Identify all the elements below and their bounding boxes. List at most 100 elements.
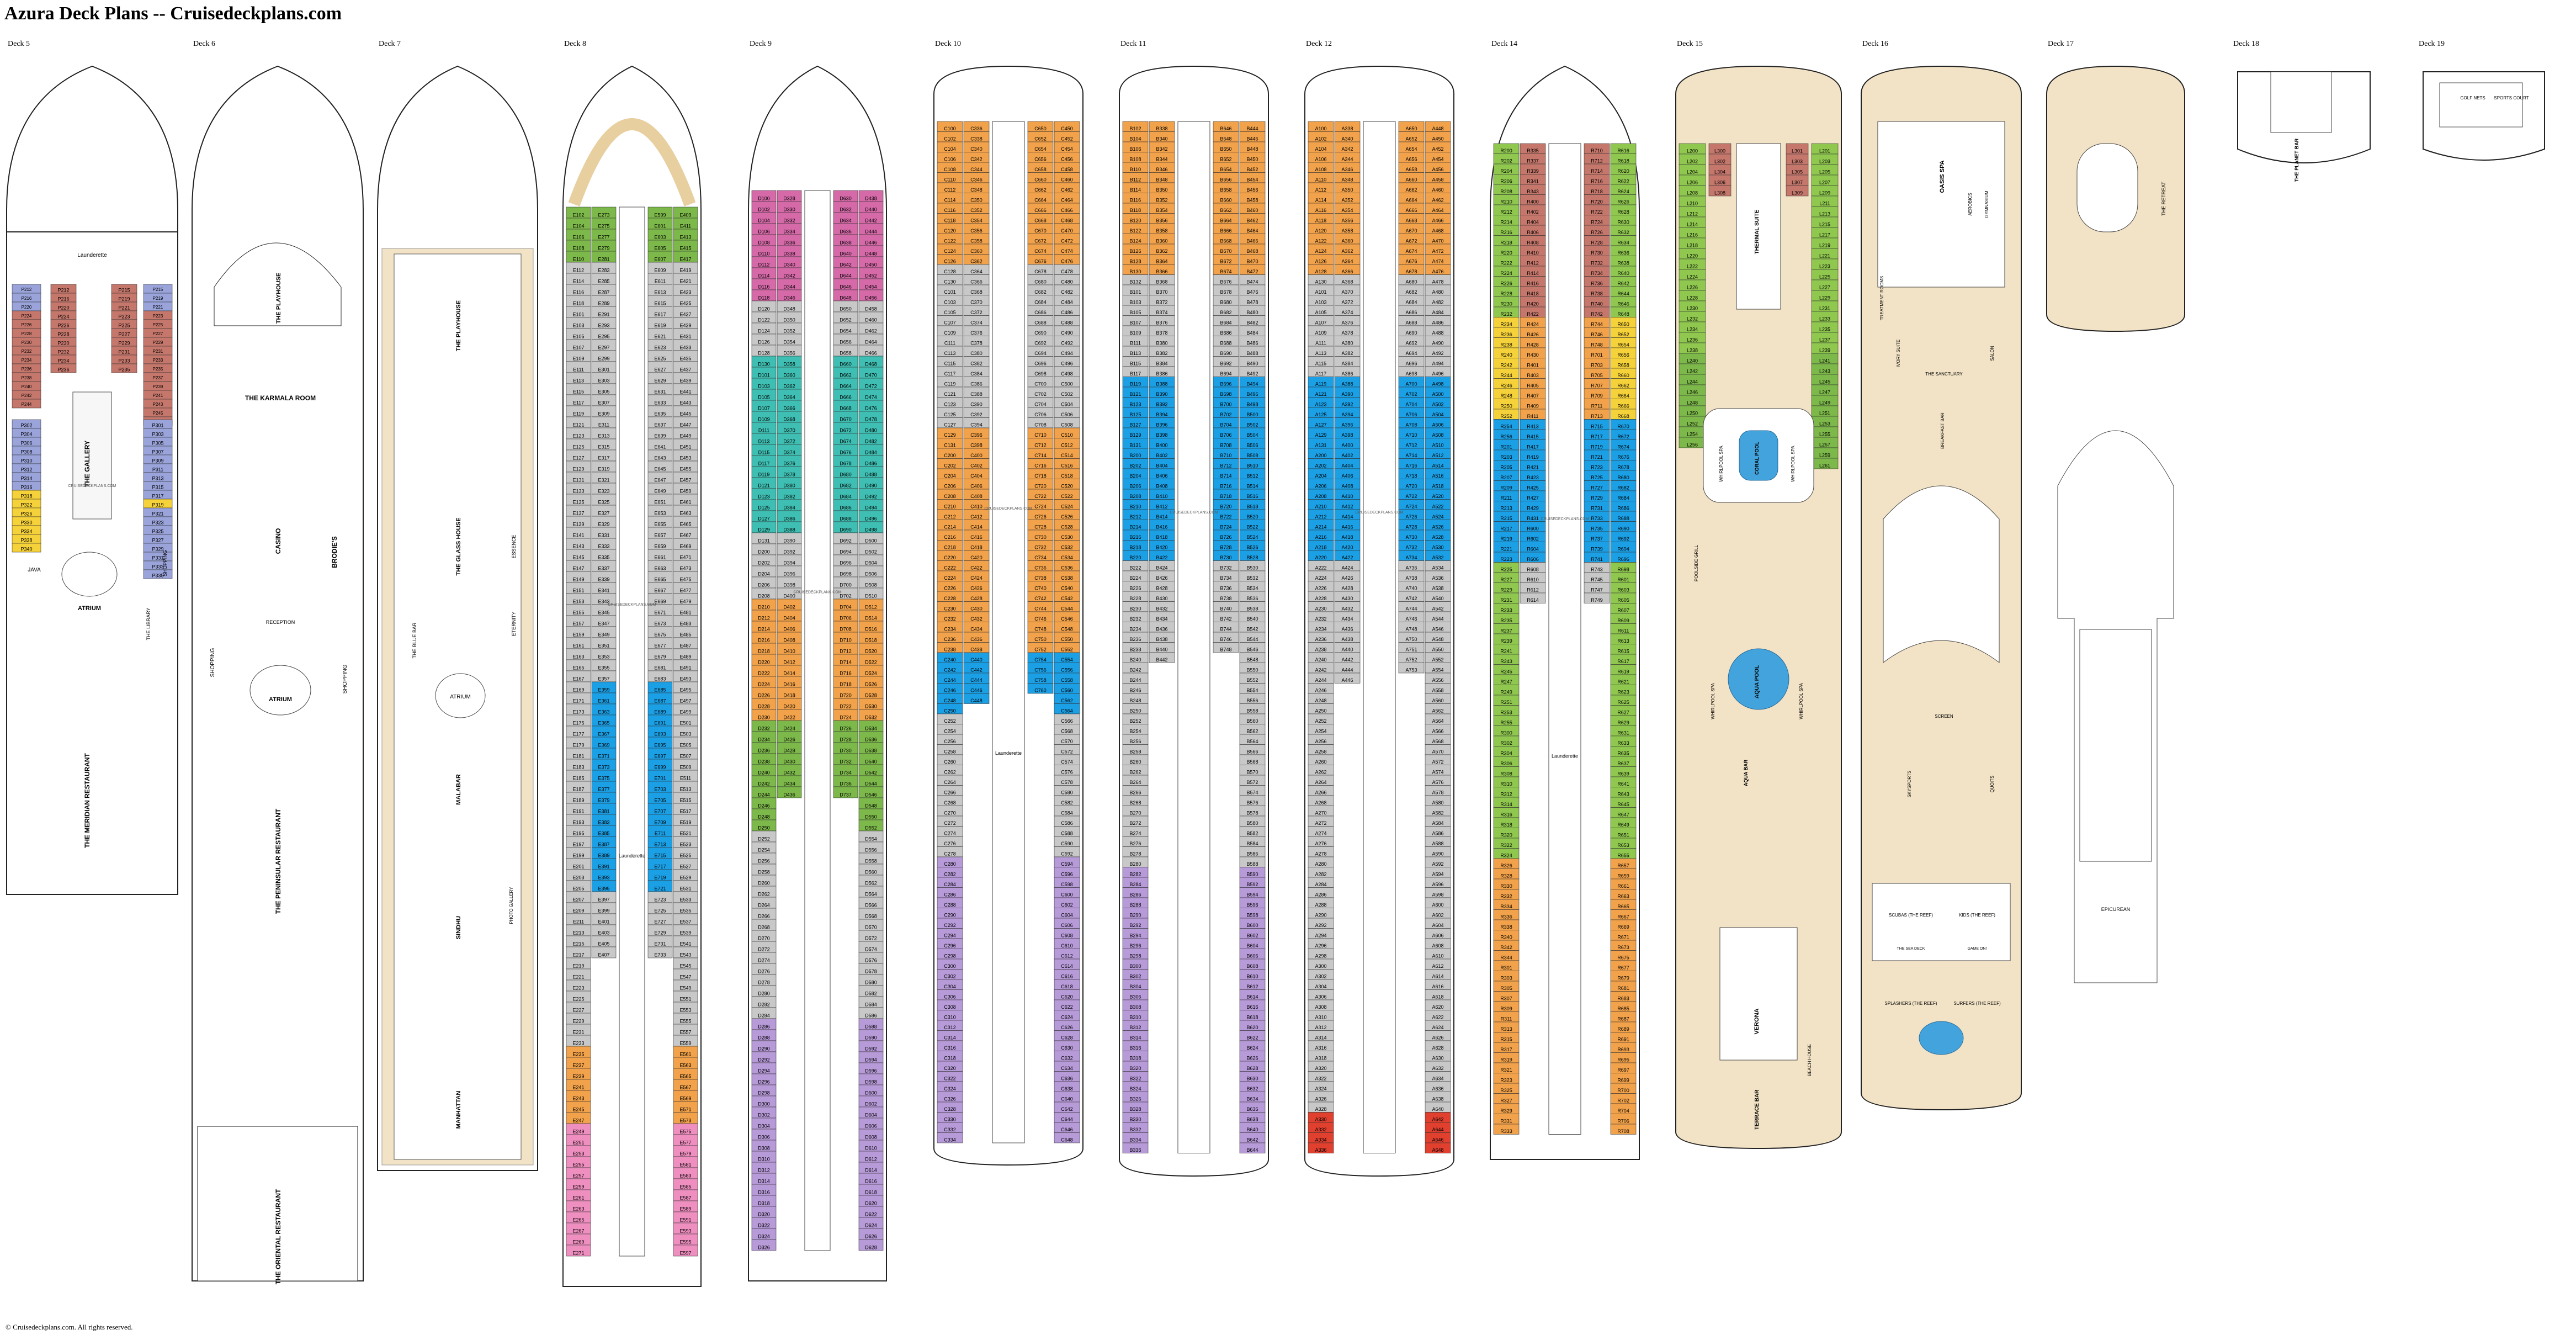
- cabin-number: B246: [1129, 688, 1141, 693]
- cabin-number: E445: [679, 411, 691, 417]
- cabin-number: R708: [1617, 1129, 1629, 1134]
- cabin-number: C734: [1034, 555, 1047, 560]
- cabin-number: R231: [1500, 597, 1512, 603]
- cabin-number: A350: [1341, 187, 1353, 193]
- cabin-number: E209: [572, 908, 584, 914]
- cabin-number: D122: [758, 317, 770, 323]
- cabin-number: L234: [1687, 327, 1698, 332]
- cabin-number: R607: [1617, 608, 1629, 613]
- cabin-number: R302: [1500, 740, 1512, 746]
- cabin-number: B642: [1246, 1137, 1258, 1143]
- cabin-number: C678: [1034, 269, 1047, 274]
- cabin-number: R614: [1527, 597, 1539, 603]
- cabin-number: R342: [1500, 945, 1512, 950]
- cabin-number: E269: [572, 1240, 584, 1245]
- cabin-number: D546: [865, 792, 877, 798]
- cabin-number: P306: [20, 441, 32, 446]
- cabin-number: C104: [944, 146, 956, 152]
- cabin-number: C532: [1061, 545, 1073, 550]
- cabin-number: C268: [944, 800, 956, 806]
- cabin-number: D434: [783, 781, 795, 787]
- cabin-number: B264: [1129, 780, 1141, 785]
- cabin-number: D256: [758, 859, 770, 864]
- cabin-number: E301: [598, 367, 609, 373]
- cabin-number: E277: [598, 235, 609, 240]
- cabin-number: E363: [598, 709, 609, 715]
- corridor-core: [1363, 121, 1396, 1153]
- cabin-number: D568: [865, 914, 877, 919]
- cabin-number: R721: [1591, 454, 1603, 460]
- cabin-number: D244: [758, 792, 770, 798]
- cabin-number: C722: [1034, 494, 1047, 499]
- cabin-number: A732: [1405, 545, 1417, 550]
- cabin-number: E347: [598, 621, 609, 627]
- cabin-number: A464: [1432, 208, 1443, 213]
- cabin: [143, 569, 173, 579]
- cabin-number: A342: [1341, 146, 1353, 152]
- cabin-number: P215: [153, 287, 163, 292]
- cabin-number: R332: [1500, 894, 1512, 899]
- cabin-number: B512: [1246, 473, 1258, 479]
- cabin-number: R649: [1617, 822, 1629, 828]
- venue-label: Launderette: [619, 853, 645, 859]
- cabin-number: E605: [654, 246, 666, 251]
- cabin-number: R630: [1617, 220, 1629, 225]
- cabin-number: R407: [1527, 393, 1539, 399]
- cabin-number: E349: [598, 632, 609, 638]
- cabin-number: A322: [1315, 1076, 1326, 1082]
- cabin-number: C416: [970, 534, 982, 540]
- cabin-number: P327: [152, 538, 163, 543]
- cabin-number: A482: [1432, 300, 1443, 305]
- cabin-number: B304: [1129, 984, 1141, 989]
- cabin-number: R706: [1617, 1119, 1629, 1124]
- cabin-number: B260: [1129, 759, 1141, 765]
- cabin-number: E185: [572, 776, 584, 781]
- cabin-number: E571: [679, 1107, 691, 1113]
- cabin-number: A738: [1405, 575, 1417, 581]
- cabin-number: E325: [598, 500, 609, 505]
- cabin-number: E687: [654, 698, 666, 704]
- venue-label: RECEPTION: [266, 619, 295, 625]
- cabin-number: P333: [152, 564, 163, 570]
- cabin-number: A622: [1432, 1015, 1443, 1020]
- cabin-number: A308: [1315, 1004, 1326, 1010]
- cabin-number: D262: [758, 892, 770, 897]
- cabin-number: E601: [654, 224, 666, 229]
- cabin-number: E289: [598, 301, 609, 306]
- cabin-number: E619: [654, 323, 666, 329]
- venue-label: WHIRLPOOL SPA: [1799, 683, 1804, 719]
- cabin-number: B132: [1129, 279, 1141, 285]
- cabin-number: A492: [1432, 351, 1443, 356]
- cabin-number: L252: [1687, 421, 1698, 427]
- cabin-number: P223: [153, 314, 163, 319]
- cabin-number: A280: [1315, 861, 1326, 867]
- cabin-number: D416: [783, 682, 795, 687]
- cabin-number: B242: [1129, 668, 1141, 673]
- watermark: CRUISEDECKPLANS.COM: [608, 603, 656, 607]
- cabin-number: B420: [1156, 545, 1167, 550]
- cabin-number: R225: [1500, 567, 1512, 573]
- cabin-number: D650: [840, 306, 852, 312]
- cabin-number: B646: [1220, 126, 1231, 131]
- cabin-number: A494: [1432, 361, 1443, 367]
- venue-label: BRODIE'S: [331, 536, 338, 568]
- cabin-number: C520: [1061, 484, 1073, 489]
- venue-label: SHOPPING: [342, 664, 348, 693]
- deck-label-17: Deck 17: [2048, 40, 2074, 48]
- cabin-number: R733: [1591, 516, 1603, 521]
- cabin-number: A424: [1341, 565, 1353, 571]
- cabin-number: A742: [1405, 596, 1417, 601]
- cabin-number: P329: [152, 547, 163, 552]
- cabin-number: B664: [1220, 218, 1231, 224]
- cabin: [833, 786, 858, 798]
- cabin-number: B532: [1246, 575, 1258, 581]
- cabin-number: D356: [783, 351, 795, 356]
- cabin-number: A684: [1405, 300, 1417, 305]
- cabin-number: R321: [1500, 1067, 1512, 1073]
- cabin-number: E473: [679, 566, 691, 571]
- cabin-number: A618: [1432, 994, 1443, 1000]
- cabin-number: B698: [1220, 391, 1231, 397]
- cabin-number: B436: [1156, 627, 1167, 632]
- cabin-number: D514: [865, 616, 877, 621]
- cabin-number: B404: [1156, 463, 1167, 469]
